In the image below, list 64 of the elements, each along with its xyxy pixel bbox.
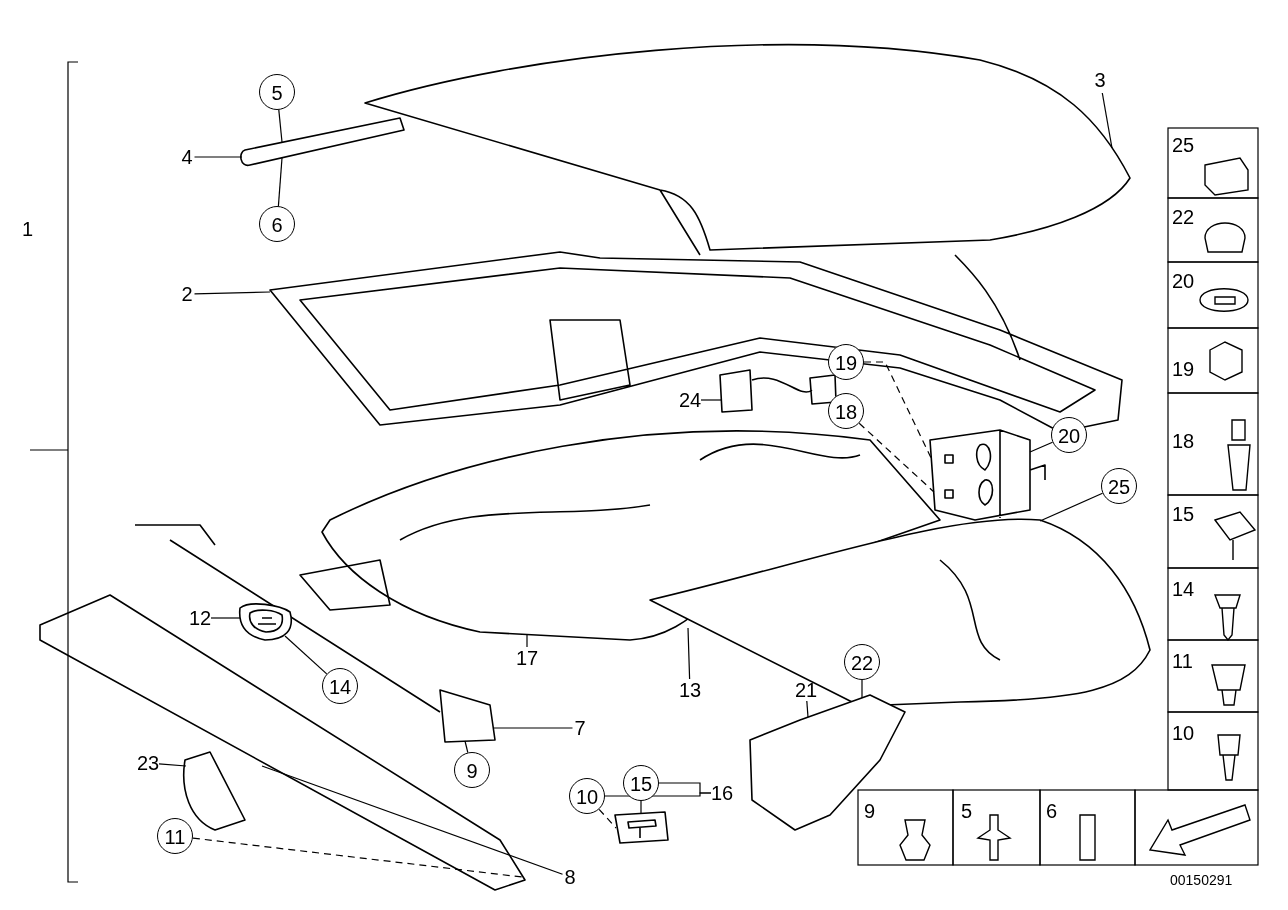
part-number: 9 [864,800,876,822]
part-number: 22 [1172,206,1195,228]
top-bag-drawing [649,518,1151,707]
leader-line [493,727,574,729]
callout-number: 13 [679,679,702,701]
leader-line [1039,492,1104,522]
callout-number: 10 [569,778,605,814]
leader-line [687,627,691,680]
part-number: 11 [1172,650,1193,672]
callout-number: 15 [623,765,659,801]
leader-line [526,633,528,648]
callout-number: 24 [679,389,702,411]
callout-number: 11 [157,818,193,854]
leader-line [193,156,243,158]
callout-number: 2 [181,283,193,305]
callout-number: 9 [454,752,490,788]
part-number: 5 [961,800,973,822]
callout-number: 25 [1101,468,1137,504]
strap-drawing [240,117,405,167]
hinge-bracket-drawing [929,429,1046,521]
callout-number: 16 [711,782,734,804]
leader-line [278,109,283,143]
callout-number: 3 [1094,69,1106,91]
leader-line [464,740,469,754]
soft-top-cover-drawing [364,44,1131,256]
callout-number: 4 [181,146,193,168]
callout-number: 21 [795,679,818,701]
callout-number: 17 [516,647,539,669]
lock-linkage-drawing [134,524,496,743]
callout-number: 8 [564,866,576,888]
callout-number: 5 [259,74,295,110]
part-number: 10 [1172,722,1195,744]
callout-number: 20 [1051,417,1087,453]
leader-line [158,763,187,767]
leader-line [192,837,523,878]
callout-number: 6 [259,206,295,242]
compartment-lid-drawing [321,430,941,641]
leader-line [193,291,271,295]
part-number: 19 [1172,358,1195,380]
leader-line [700,399,722,401]
leader-line [277,157,283,207]
leader-line [806,700,809,718]
callout-number: 7 [574,717,586,739]
leader-line [1029,441,1054,453]
drawing-number: 00150291 [1170,872,1233,888]
leader-line [640,800,642,814]
leader-line [1101,92,1113,149]
leader-line [210,617,241,619]
callout-number: 12 [189,607,212,629]
part-number: 18 [1172,430,1195,452]
part-number: 20 [1172,270,1195,292]
part-number: 6 [1046,800,1058,822]
leader-line [598,808,617,829]
leader-line [858,422,935,493]
part-number: 15 [1172,503,1195,525]
cover-plate-drawing [182,751,246,831]
leader-line [284,635,328,675]
part-number: 25 [1172,134,1195,156]
leader-line [861,679,863,699]
callout-number: 23 [137,752,160,774]
part-number: 14 [1172,578,1195,600]
holder-drawing [614,811,669,844]
leader-line [261,765,564,875]
part-number: 1 [22,218,34,240]
